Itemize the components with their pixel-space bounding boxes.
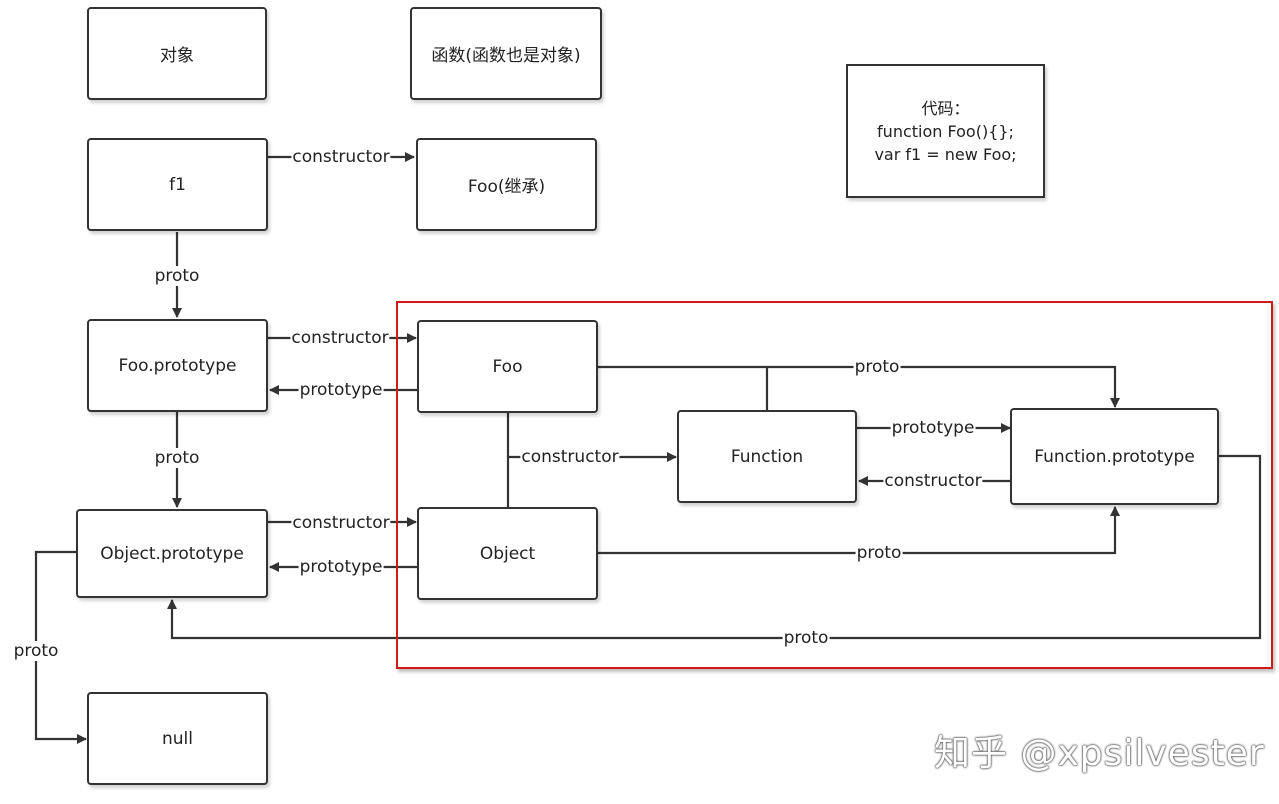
node-object-prototype: Object.prototype	[76, 509, 268, 598]
label-object-prototype: prototype	[298, 557, 384, 577]
node-null: null	[87, 692, 268, 785]
code-box: 代码： function Foo(){}; var f1 = new Foo;	[846, 64, 1045, 198]
node-f1: f1	[87, 138, 268, 231]
node-object-prototype-label: Object.prototype	[100, 543, 244, 564]
edge-foo-proto	[598, 365, 1120, 408]
node-function-prototype: Function.prototype	[1010, 408, 1219, 505]
legend-object-label: 对象	[160, 46, 194, 66]
node-function-prototype-label: Function.prototype	[1034, 446, 1195, 467]
label-fooproto-proto: proto	[153, 448, 201, 468]
node-null-label: null	[162, 728, 193, 749]
code-line-3: var f1 = new Foo;	[874, 144, 1017, 164]
edge-functionproto-proto	[167, 454, 1262, 640]
watermark: 知乎 @xpsilvester	[934, 733, 1265, 774]
label-functionproto-constructor: constructor	[883, 471, 983, 491]
legend-function-box: 函数(函数也是对象)	[410, 7, 602, 100]
code-line-2: function Foo(){};	[877, 121, 1014, 141]
legend-object-box: 对象	[87, 7, 267, 100]
node-f1-label: f1	[169, 174, 186, 195]
code-line-1: 代码：	[921, 98, 970, 118]
node-object: Object	[417, 507, 598, 600]
label-object-proto: proto	[855, 543, 903, 563]
label-function-prototype: prototype	[890, 418, 976, 438]
node-foo-prototype-label: Foo.prototype	[118, 355, 237, 376]
node-foo: Foo	[417, 320, 598, 413]
label-foo-proto: proto	[853, 357, 901, 377]
legend-function-label: 函数(函数也是对象)	[431, 46, 581, 66]
edge-object-proto	[598, 506, 1120, 555]
node-function-label: Function	[730, 446, 804, 467]
label-to-function-constructor: constructor	[520, 447, 620, 467]
node-function: Function	[677, 410, 857, 503]
node-foo-inherit: Foo(继承)	[416, 138, 597, 231]
node-foo-prototype: Foo.prototype	[87, 319, 268, 412]
label-objproto-constructor: constructor	[291, 513, 391, 533]
label-fooproto-constructor: constructor	[290, 328, 390, 348]
label-objproto-proto: proto	[12, 641, 60, 661]
node-foo-inherit-label: Foo(继承)	[467, 177, 546, 197]
label-functionproto-proto: proto	[782, 628, 830, 648]
label-f1-proto: proto	[153, 266, 201, 286]
label-f1-constructor: constructor	[291, 147, 391, 167]
label-foo-prototype: prototype	[298, 380, 384, 400]
node-foo-label: Foo	[492, 356, 523, 377]
highlight-frame	[396, 301, 1273, 669]
node-object-label: Object	[479, 543, 536, 564]
